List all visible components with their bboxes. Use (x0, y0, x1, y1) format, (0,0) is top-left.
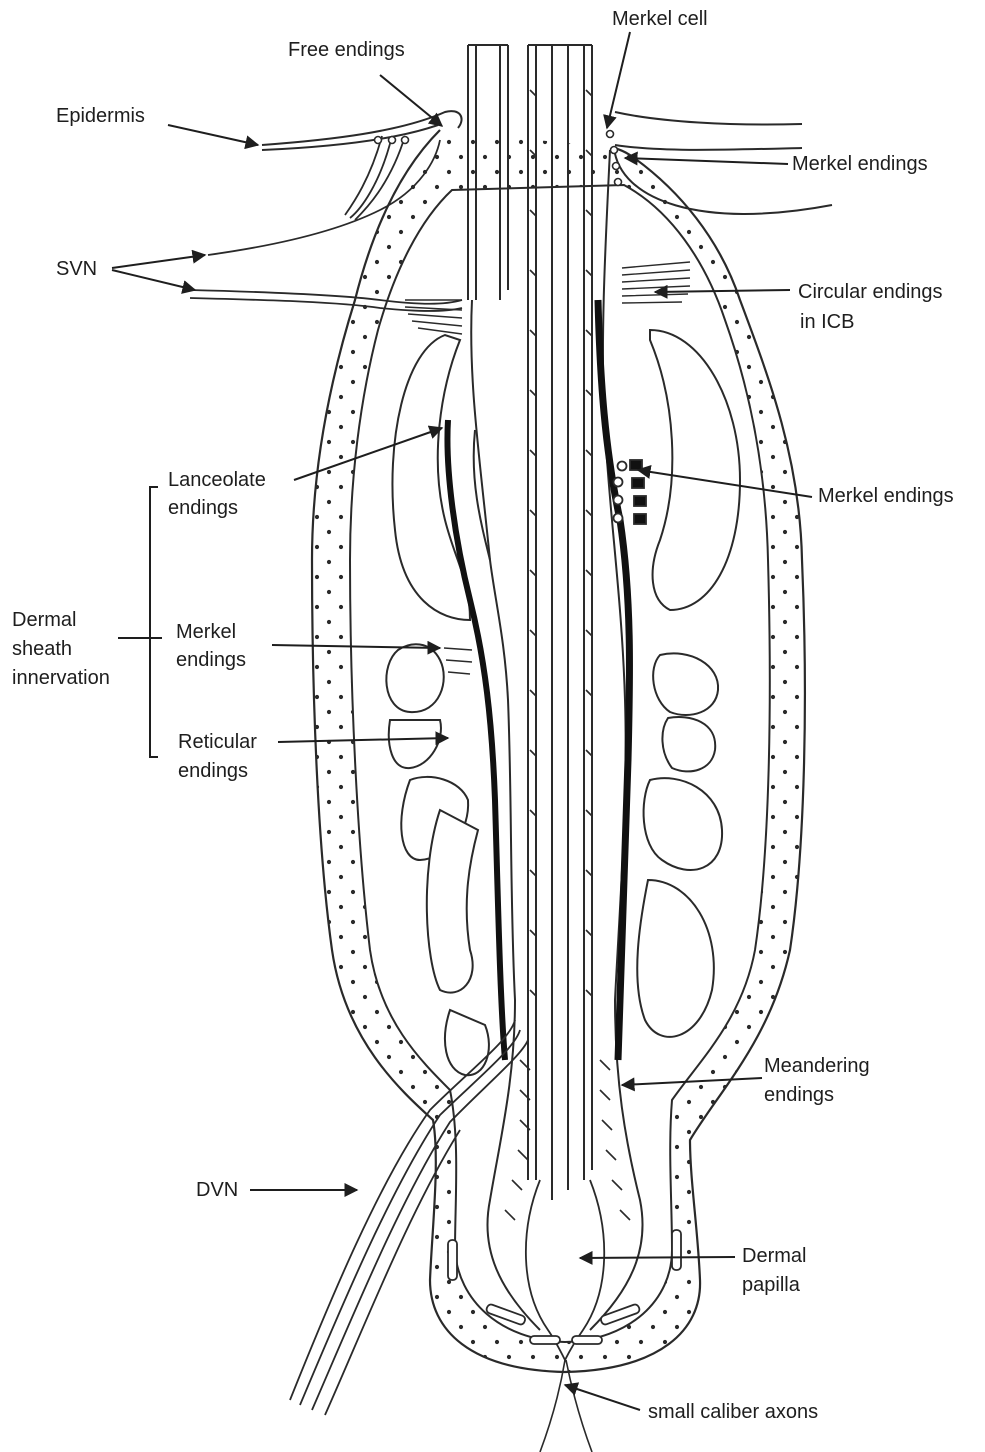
label-dermal-sheath-1: Dermal (12, 606, 76, 635)
small-caliber-axons (540, 1360, 592, 1452)
label-circular-endings-2: in ICB (800, 308, 854, 337)
label-merkel-endings-left-2: endings (176, 646, 246, 675)
label-dvn: DVN (196, 1176, 238, 1205)
label-free-endings: Free endings (288, 36, 405, 65)
label-meandering-1: Meandering (764, 1052, 870, 1081)
label-reticular-2: endings (178, 757, 248, 786)
label-merkel-endings-right: Merkel endings (818, 482, 954, 511)
label-svn: SVN (56, 255, 97, 284)
label-meandering-2: endings (764, 1081, 834, 1110)
label-circular-endings-1: Circular endings (798, 278, 943, 307)
label-merkel-endings-left-1: Merkel (176, 618, 236, 647)
label-dermal-sheath-3: innervation (12, 664, 110, 693)
label-merkel-endings-top: Merkel endings (792, 150, 928, 179)
label-merkel-cell: Merkel cell (612, 5, 708, 34)
label-reticular-1: Reticular (178, 728, 257, 757)
label-epidermis: Epidermis (56, 102, 145, 131)
label-lanceolate-1: Lanceolate (168, 466, 266, 495)
dermal-sheath-bracket (118, 487, 162, 757)
label-dermal-sheath-2: sheath (12, 635, 72, 664)
label-dermal-papilla-2: papilla (742, 1271, 800, 1300)
label-small-caliber-axons: small caliber axons (648, 1398, 818, 1427)
label-dermal-papilla-1: Dermal (742, 1242, 806, 1271)
merkel-endings-epidermis-left (375, 137, 409, 144)
label-lanceolate-2: endings (168, 494, 238, 523)
